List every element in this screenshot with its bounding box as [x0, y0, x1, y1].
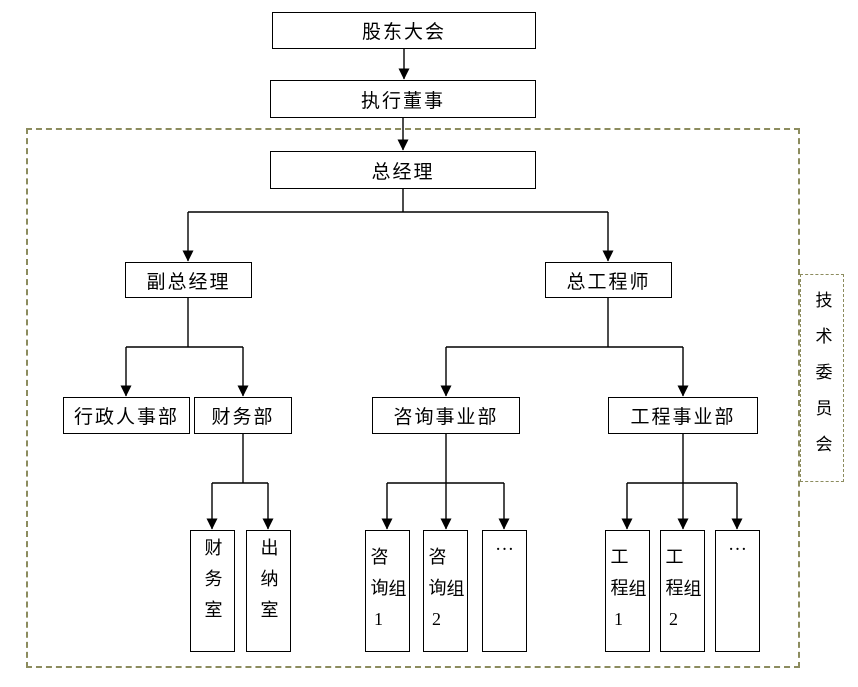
- node-label: 咨询事业部: [393, 407, 499, 428]
- connector-finance-dept-split: [206, 434, 274, 530]
- node-label: 咨询2组: [426, 547, 465, 642]
- node-engineering-group-1: 工程1组: [605, 530, 650, 652]
- node-label: 财务部: [211, 407, 275, 428]
- node-label: 技术委员会: [812, 291, 832, 471]
- node-label: 工程事业部: [630, 407, 736, 428]
- node-label: 行政人事部: [73, 407, 179, 428]
- node-consulting-group-2: 咨询2组: [423, 530, 468, 652]
- node-label: 工程2组: [663, 547, 702, 642]
- node-engineering-group-2: 工程2组: [660, 530, 705, 652]
- connector-deputy-gm-split: [120, 298, 249, 397]
- node-admin-hr-dept: 行政人事部: [63, 397, 190, 434]
- connector-chief-engineer-split: [440, 298, 689, 397]
- connector-gm-split: [182, 189, 614, 262]
- node-technical-committee: 技术委员会: [800, 274, 844, 482]
- node-label: 出纳室: [258, 538, 279, 631]
- node-deputy-general-manager: 副总经理: [125, 262, 252, 298]
- node-label: 咨询1组: [368, 547, 407, 642]
- node-shareholders-meeting: 股东大会: [272, 12, 536, 49]
- node-label: 财务室: [202, 538, 223, 631]
- node-label: 总工程师: [566, 271, 651, 293]
- node-engineering-more-groups: …: [715, 530, 760, 652]
- ellipsis-label: …: [728, 534, 747, 555]
- ellipsis-label: …: [495, 534, 514, 555]
- dashed-boundary-box: [26, 128, 800, 668]
- node-label: 执行董事: [360, 90, 445, 112]
- node-consulting-group-1: 咨询1组: [365, 530, 410, 652]
- node-chief-engineer: 总工程师: [545, 262, 672, 298]
- node-cashier-office: 出纳室: [246, 530, 291, 652]
- node-executive-director: 执行董事: [270, 80, 536, 118]
- node-consulting-more-groups: …: [482, 530, 527, 652]
- connector-engineering-division-split: [621, 434, 743, 530]
- node-general-manager: 总经理: [270, 151, 536, 189]
- connector-consulting-division-split: [381, 434, 510, 530]
- node-label: 副总经理: [146, 271, 231, 293]
- node-finance-dept: 财务部: [194, 397, 292, 434]
- node-finance-office: 财务室: [190, 530, 235, 652]
- node-consulting-division: 咨询事业部: [372, 397, 520, 434]
- node-label: 股东大会: [361, 22, 446, 43]
- node-label: 工程1组: [608, 547, 647, 642]
- node-label: 总经理: [371, 161, 435, 183]
- node-engineering-division: 工程事业部: [608, 397, 758, 434]
